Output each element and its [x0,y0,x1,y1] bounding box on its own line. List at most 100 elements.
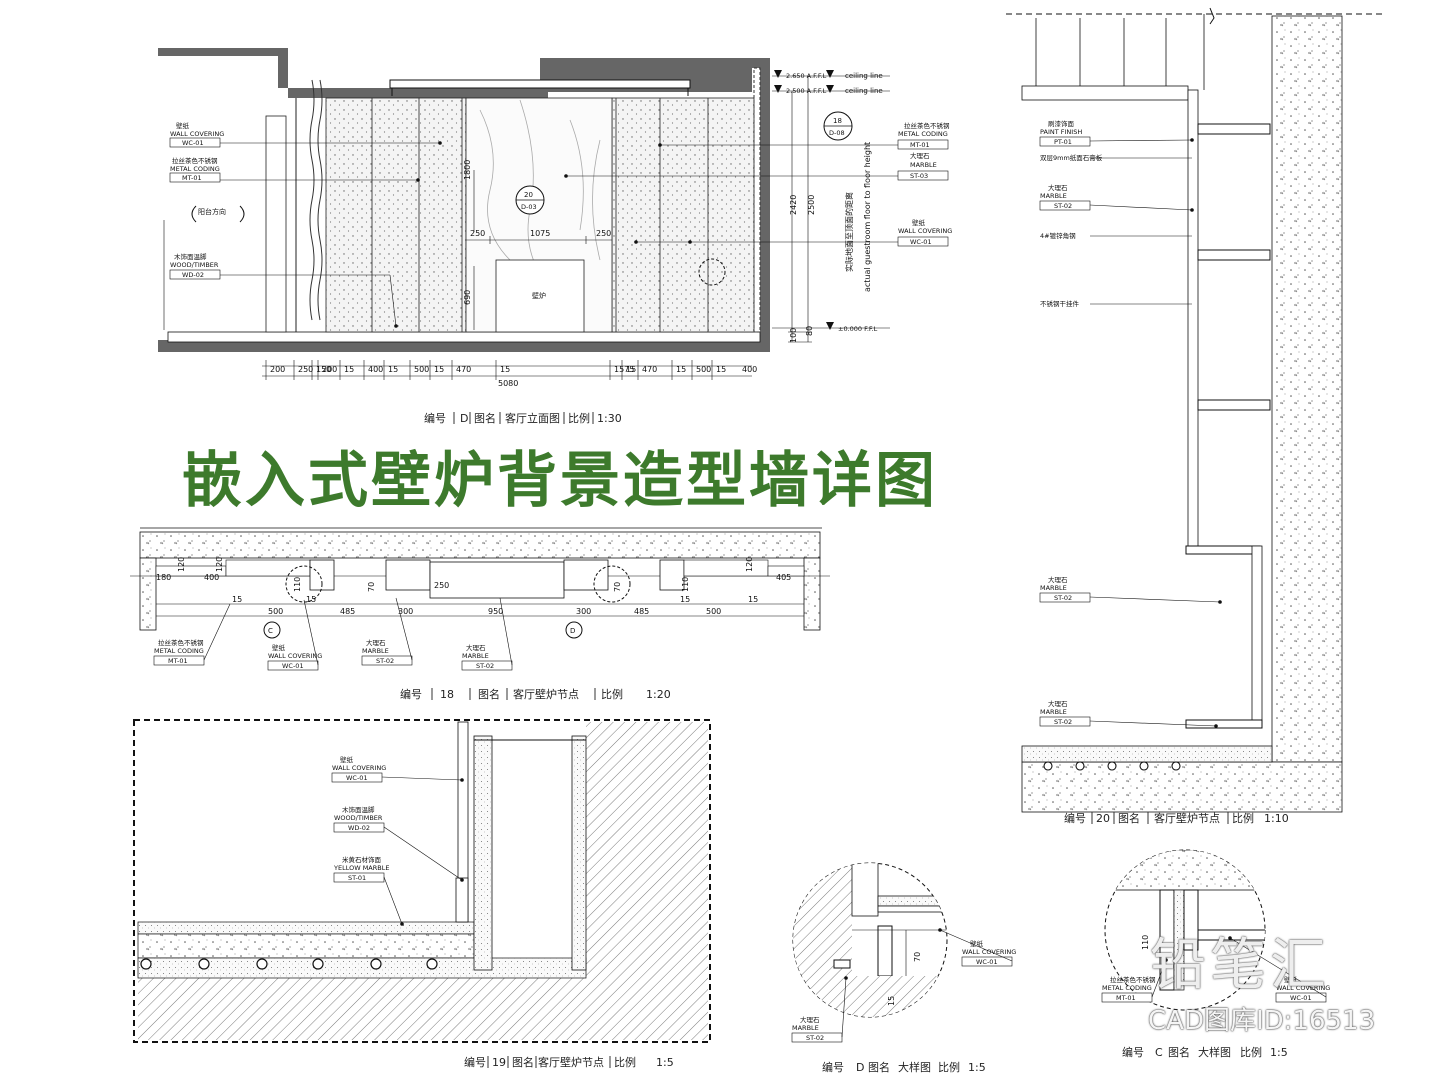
label-en: MARBLE [792,1024,819,1032]
label-en: WOOD/TIMBER [334,814,383,822]
svg-text:WOOD/TIMBER: WOOD/TIMBER [170,261,219,269]
svg-text:客厅壁炉节点: 客厅壁炉节点 [513,687,579,701]
label-code: ST-02 [806,1034,824,1042]
svg-text:70: 70 [913,952,922,962]
level-marks: 2.650 A.F.F.L ceiling line 2.500 A.F.F.L… [772,70,890,333]
dim-label: 1575 [614,365,634,374]
callout-20: 20 D-03 [515,185,545,215]
wall-outline [158,48,770,352]
svg-text:1:5: 1:5 [656,1056,674,1069]
label-en: WALL COVERING [1276,984,1330,992]
label-en: METAL CODING [1102,984,1152,992]
svg-text:20: 20 [524,191,533,199]
svg-text:1:5: 1:5 [968,1061,986,1074]
dim-label: 120 [745,557,754,572]
page-title: 嵌入式壁炉背景造型墙详图 [182,446,938,516]
svg-text:拉丝茶色不锈钢: 拉丝茶色不锈钢 [172,156,218,165]
svg-text:编号: 编号 [464,1055,486,1069]
svg-text:METAL CODING: METAL CODING [170,165,220,173]
label-en: MARBLE [1040,584,1067,592]
dim-label: 15 [306,595,316,604]
label-cn: 大理石 [366,638,386,647]
svg-text:编号: 编号 [400,687,422,701]
svg-text:WALL COVERING: WALL COVERING [170,130,224,138]
svg-text:WALL COVERING: WALL COVERING [898,227,952,235]
svg-text:比例: 比例 [614,1055,636,1069]
watermark-logo: 铅笔汇 [1150,933,1330,998]
dim-label: 500 [696,365,711,374]
svg-text:图名: 图名 [512,1055,534,1069]
detail-D-caption: 编号 D 图名 大样图 比例 1:5 [822,1060,986,1074]
dim-label: 400 [742,365,757,374]
label-en: MARBLE [1040,708,1067,716]
svg-text:1800: 1800 [463,160,472,180]
detail-C-caption: 编号 C 图名 大样图 比例 1:5 [1122,1045,1288,1059]
plan-wall [139,531,821,559]
svg-text:编号: 编号 [424,411,446,425]
wall-covering-panel-right [611,97,755,333]
svg-text:110: 110 [1141,935,1150,950]
label-code: ST-02 [1054,718,1072,726]
elevation-total-dim: 5080 [498,379,518,388]
svg-text:250: 250 [596,229,611,238]
elevation-caption: 编号 D 图名 客厅立面图 比例 1:30 [424,411,622,425]
svg-text:ceiling line: ceiling line [845,87,883,95]
svg-text:比例: 比例 [1240,1045,1262,1059]
label-en: METAL CODING [154,647,204,655]
label-code: WC-01 [976,958,998,966]
dim-label: 300 [576,607,591,616]
svg-text:图名: 图名 [1118,811,1140,825]
dim-label: 15 [388,365,398,374]
label-cn: 刷漆饰面 [1048,119,1075,128]
label-en: WALL COVERING [332,764,386,772]
svg-text:1:30: 1:30 [597,412,622,425]
watermark-id: CAD图库ID:16513 [1148,1006,1376,1036]
svg-text:比例: 比例 [601,687,623,701]
svg-text:拉丝茶色不锈钢: 拉丝茶色不锈钢 [904,121,950,130]
label-code: WC-01 [346,774,368,782]
svg-text:壁纸: 壁纸 [176,121,190,130]
label-cn: 大理石 [1048,699,1068,708]
dim-label: 500 [268,607,283,616]
dim-label: 950 [488,607,503,616]
svg-text:客厅立面图: 客厅立面图 [505,411,560,425]
dim-label: 15 [434,365,444,374]
svg-text:18: 18 [440,688,454,701]
label-code: WC-01 [282,662,304,670]
svg-text:15: 15 [887,996,896,1006]
balcony-direction: 阳台方向 [191,205,245,223]
label-cn: 米黄石材饰面 [342,855,382,864]
dim-label: 500 [414,365,429,374]
label-cn: 壁纸 [1284,975,1298,984]
svg-text:编号: 编号 [1064,811,1086,825]
dim-label: 15 [344,365,354,374]
svg-text:D: D [570,627,575,635]
svg-text:比例: 比例 [938,1060,960,1074]
label-en: WALL COVERING [962,948,1016,956]
svg-text:MT-01: MT-01 [182,174,202,182]
svg-text:1:5: 1:5 [1270,1046,1288,1059]
svg-text:2500: 2500 [807,195,816,215]
dim-label: 15 [680,595,690,604]
dim-label: 110 [681,577,690,592]
dim-label: 500 [706,607,721,616]
plan-marker-C: C [263,621,281,639]
label-en: MARBLE [1040,192,1067,200]
dim-label: 180 [156,573,171,582]
elevation-drawing: 壁炉 20 D-03 18 D-08 [158,48,952,425]
label-cn: 大理石 [800,1015,820,1024]
label-cn: 大理石 [466,643,486,652]
callout-18: 18 D-08 [823,111,853,141]
label-cn: 壁纸 [272,643,286,652]
svg-text:MT-01: MT-01 [910,141,930,149]
svg-text:图名: 图名 [868,1060,890,1074]
vertical-note-en: actual guestroom floor to floor height [863,142,872,292]
label-cn: 大理石 [1048,575,1068,584]
